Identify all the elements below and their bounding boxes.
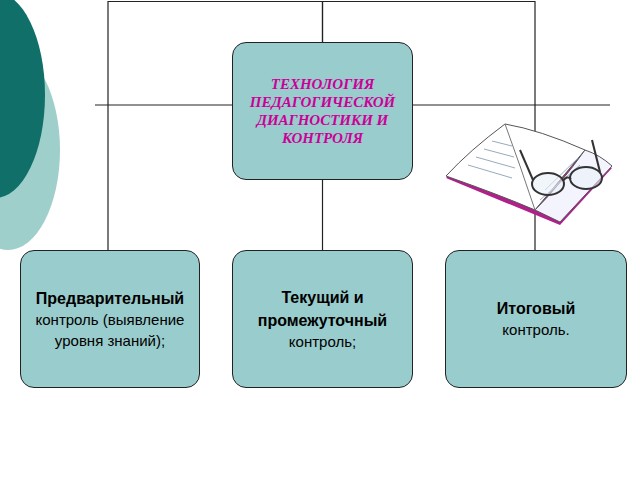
- box-heading: Предварительный: [36, 287, 184, 310]
- control-box: Предварительныйконтроль (выявление уровн…: [20, 250, 200, 388]
- glasses: [520, 140, 602, 195]
- title-box: ТЕХНОЛОГИЯ ПЕДАГОГИЧЕСКОЙ ДИАГНОСТИКИ И …: [232, 42, 413, 180]
- box-heading: Текущий и промежуточный: [241, 286, 404, 332]
- box-body: контроль (выявление уровня знаний);: [29, 310, 191, 351]
- connector: [322, 180, 323, 250]
- control-box: Итоговыйконтроль.: [445, 250, 627, 388]
- control-box: Текущий и промежуточныйконтроль;: [232, 250, 413, 388]
- open-book: [446, 124, 612, 225]
- box-heading: Итоговый: [497, 297, 575, 320]
- dark-circle: [0, 0, 45, 198]
- box-body: контроль;: [289, 332, 356, 352]
- box-body: контроль.: [502, 320, 569, 340]
- box-heading: ТЕХНОЛОГИЯ ПЕДАГОГИЧЕСКОЙ ДИАГНОСТИКИ И …: [241, 75, 404, 147]
